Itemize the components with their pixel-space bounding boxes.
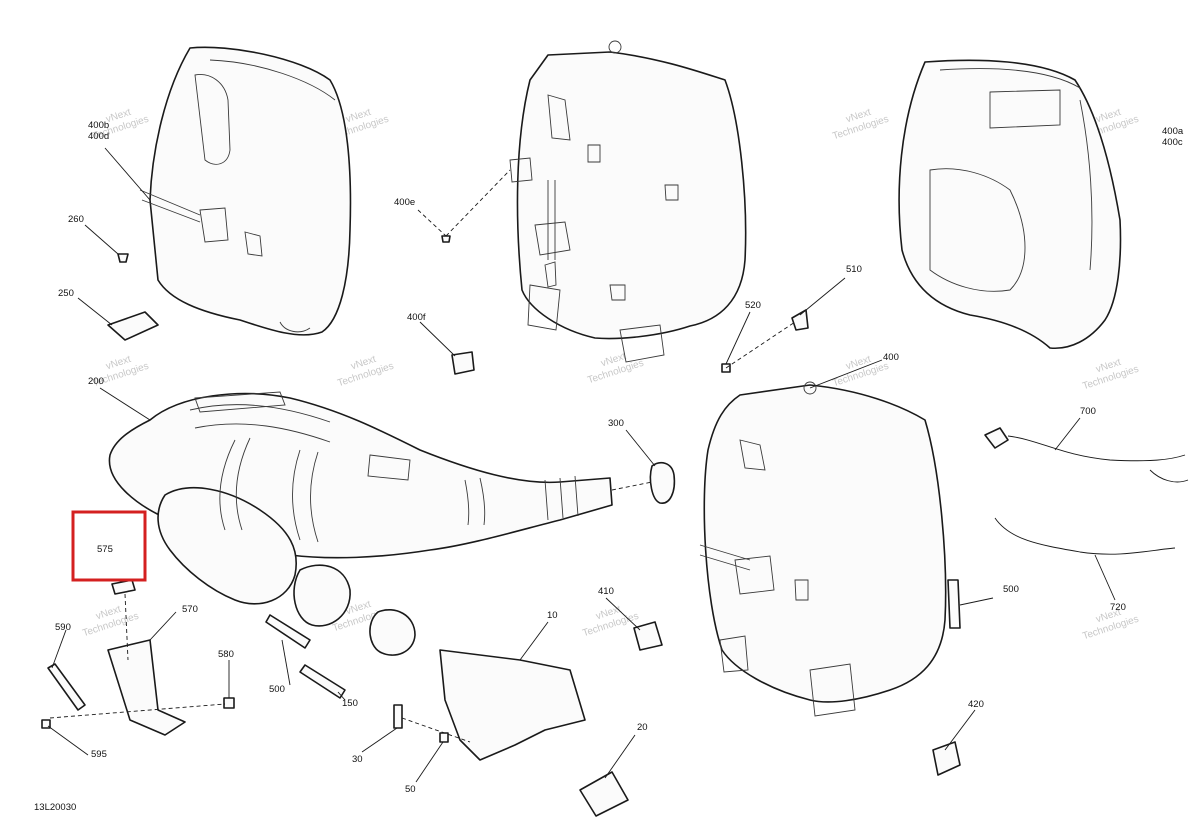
callout-520: 520 bbox=[745, 300, 761, 311]
small-parts bbox=[41, 235, 1189, 817]
heat-shield-left-part bbox=[139, 46, 352, 336]
callout-400: 400 bbox=[883, 352, 899, 363]
bracket-570-part bbox=[107, 639, 186, 736]
callout-10: 10 bbox=[547, 610, 558, 621]
washer-575-part bbox=[111, 579, 136, 595]
bumper-400f-part bbox=[451, 351, 475, 375]
callout-400f: 400f bbox=[407, 312, 426, 323]
callout-400a: 400a bbox=[1162, 126, 1184, 137]
clip-260-part bbox=[117, 253, 129, 263]
callout-720: 720 bbox=[1110, 602, 1126, 613]
callout-590: 590 bbox=[55, 622, 71, 633]
document-id: 13L20030 bbox=[34, 802, 76, 813]
callout-200: 200 bbox=[88, 376, 104, 387]
muffler-part bbox=[699, 381, 947, 717]
manifold-10-part bbox=[439, 649, 586, 761]
callout-300: 300 bbox=[608, 418, 624, 429]
sleeve-part bbox=[293, 564, 351, 627]
callout-420: 420 bbox=[968, 699, 984, 710]
spring-150-part bbox=[299, 664, 346, 699]
spring-500-left-part bbox=[265, 614, 311, 649]
callout-700: 700 bbox=[1080, 406, 1096, 417]
callout-400b: 400b bbox=[88, 120, 109, 131]
heat-shield-right-part bbox=[898, 59, 1122, 350]
sensor-wire-700 bbox=[1007, 435, 1189, 483]
callout-510: 510 bbox=[846, 264, 862, 275]
callout-410: 410 bbox=[598, 586, 614, 597]
bracket-250-part bbox=[107, 311, 159, 341]
callout-labels: 400b 400d 400a 400c 260 250 400e 400f 20… bbox=[55, 120, 1184, 795]
callout-570: 570 bbox=[182, 604, 198, 615]
bolt-30-part bbox=[393, 704, 403, 729]
callout-150: 150 bbox=[342, 698, 358, 709]
callout-20: 20 bbox=[637, 722, 648, 733]
callout-50: 50 bbox=[405, 784, 416, 795]
grommet-400e-part bbox=[441, 235, 451, 243]
callout-500-right: 500 bbox=[1003, 584, 1019, 595]
bumper-420-part bbox=[932, 741, 961, 776]
callout-595: 595 bbox=[91, 749, 107, 760]
muffler-housing-top-part bbox=[509, 40, 747, 363]
seal-ring-part bbox=[369, 609, 416, 656]
callout-580: 580 bbox=[218, 649, 234, 660]
plate-410-part bbox=[633, 621, 663, 651]
spring-500-right-part bbox=[947, 579, 961, 629]
bracket-510-part bbox=[791, 309, 809, 331]
nut-50-part bbox=[439, 732, 449, 743]
callout-260: 260 bbox=[68, 214, 84, 225]
wire-720 bbox=[994, 517, 1176, 555]
tuned-pipe-part bbox=[108, 391, 613, 605]
callout-400d: 400d bbox=[88, 131, 109, 142]
callout-500-left: 500 bbox=[269, 684, 285, 695]
gasket-300-part bbox=[649, 461, 676, 504]
leader-lines bbox=[47, 147, 1116, 783]
sensor-harness-700-part bbox=[984, 427, 1009, 449]
highlight-575-box bbox=[71, 510, 147, 582]
grommet-580-part bbox=[223, 697, 235, 709]
callout-400c: 400c bbox=[1162, 137, 1183, 148]
strap-590-part bbox=[47, 663, 86, 711]
callout-250: 250 bbox=[58, 288, 74, 299]
callout-30: 30 bbox=[352, 754, 363, 765]
callout-400e: 400e bbox=[394, 197, 415, 208]
gasket-20-part bbox=[579, 771, 629, 817]
callout-575: 575 bbox=[97, 544, 113, 555]
